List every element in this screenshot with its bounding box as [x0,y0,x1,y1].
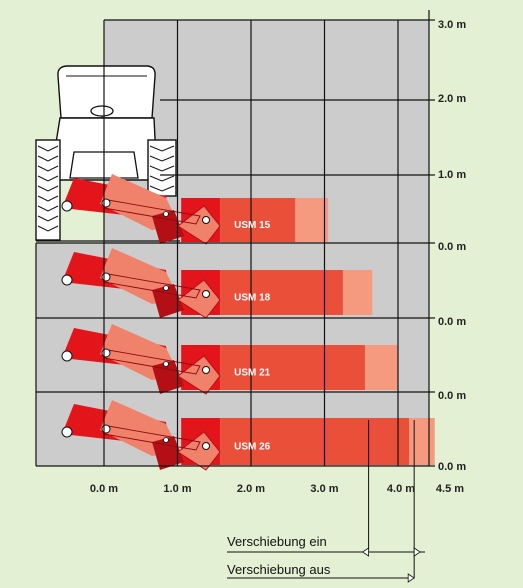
tread-mark [37,225,59,232]
pivot-icon [202,366,210,374]
reach-bar-shift-in [220,270,343,315]
x-tick-label: 4.5 m [436,483,464,495]
y-tick-label: 3.0 m [438,19,466,31]
mower-arm-group [61,174,221,245]
mower-arm-group [61,400,221,471]
pivot-icon [101,348,111,358]
tread-mark [37,165,59,172]
pivot-icon [101,198,111,208]
mower-head-joint [177,205,221,245]
model-label: USM 18 [234,293,271,304]
mower-arm-group [61,248,221,319]
mower-cylinder [152,284,184,318]
tread-mark [149,175,175,182]
tread-mark [149,165,175,172]
y-tick-label: 2.0 m [438,93,466,105]
y-tick-label: 1.0 m [438,169,466,181]
pivot-icon [61,274,73,286]
x-tick-label: 0.0 m [90,483,118,495]
right-wheel [147,139,177,197]
pivot-icon [202,216,210,224]
shift-in-label: Verschiebung ein [227,534,327,549]
grid-lines [35,10,435,578]
tread-mark [37,155,59,162]
arrow-left-icon [413,547,421,557]
mower-cylinder [152,360,184,394]
reach-bar-shift-in [220,198,296,242]
model-label: USM 15 [234,220,271,231]
shift-out-label: Verschiebung aus [227,562,331,577]
reach-bar-shift-in [220,418,410,465]
axis-labels: USM 15 USM 18 USM 21 USM 26 3.0 m 2.0 m 1.0 m 0… [90,19,466,495]
reach-bar-shift-in [220,345,365,390]
pivot-icon [202,290,210,298]
pivot-icon [61,426,73,438]
tractor-cab [57,65,156,119]
pivot-icon [163,211,169,217]
tread-mark [149,185,175,192]
tread-mark [37,195,59,202]
model-label: USM 21 [234,368,271,379]
mower-cylinder [152,210,184,244]
x-tick-label: 4.0 m [387,483,415,495]
pivot-icon [202,442,210,450]
tread-mark [37,175,59,182]
arrow-right-icon [361,547,369,557]
tread-mark [149,155,175,162]
mower-arm-group [61,324,221,395]
steering-wheel-icon [90,105,114,117]
arrow-right-icon [407,573,415,583]
pivot-icon [61,350,73,362]
mower-head-joint [177,279,221,319]
y-tick-label: 0.0 m [438,390,466,402]
y-tick-label: 0.0 m [438,316,466,328]
model-label: USM 26 [234,442,271,453]
tread-mark [149,145,175,152]
y-tick-label: 0.0 m [438,461,466,473]
left-wheel [35,139,61,241]
mower-head-joint [177,431,221,471]
tread-mark [37,185,59,192]
mower-arms [61,174,221,471]
tread-mark [37,215,59,222]
pivot-icon [101,424,111,434]
pivot-icon [163,437,169,443]
mower-cylinder [152,436,184,470]
mower-head-joint [177,355,221,395]
tread-mark [37,205,59,212]
tread-mark [37,145,59,152]
x-tick-label: 1.0 m [163,483,191,495]
x-tick-label: 2.0 m [237,483,265,495]
pivot-icon [163,285,169,291]
x-tick-label: 3.0 m [310,483,338,495]
y-tick-label: 0.0 m [438,241,466,253]
pivot-icon [61,200,73,212]
pivot-icon [163,361,169,367]
pivot-icon [101,272,111,282]
